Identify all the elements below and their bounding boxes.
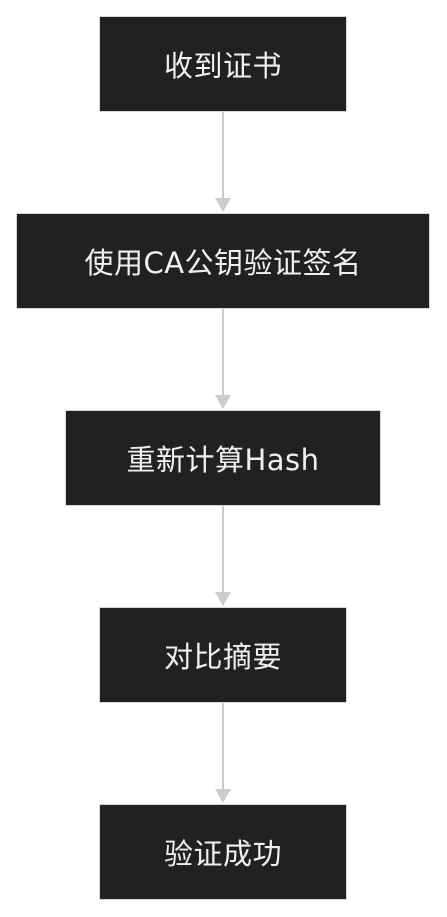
node-label: 对比摘要 (163, 640, 282, 674)
arrowhead-icon (215, 395, 231, 409)
node-verify-signature-with-ca-key: 使用CA公钥验证签名 (16, 213, 430, 309)
node-receive-certificate: 收到证书 (99, 16, 347, 112)
node-compare-digest: 对比摘要 (99, 607, 347, 703)
edge-n2-n3 (215, 309, 231, 409)
node-verification-success: 验证成功 (99, 804, 347, 900)
edge-n1-n2 (215, 112, 231, 212)
node-label: 使用CA公钥验证签名 (84, 246, 362, 280)
arrowhead-icon (215, 592, 231, 606)
arrowhead-icon (215, 198, 231, 212)
node-label: 收到证书 (163, 49, 282, 83)
node-label: 验证成功 (163, 837, 282, 871)
node-recompute-hash: 重新计算Hash (65, 410, 381, 506)
edge-n4-n5 (215, 703, 231, 803)
arrowhead-icon (215, 789, 231, 803)
node-label: 重新计算Hash (126, 443, 320, 477)
edge-n3-n4 (215, 506, 231, 606)
